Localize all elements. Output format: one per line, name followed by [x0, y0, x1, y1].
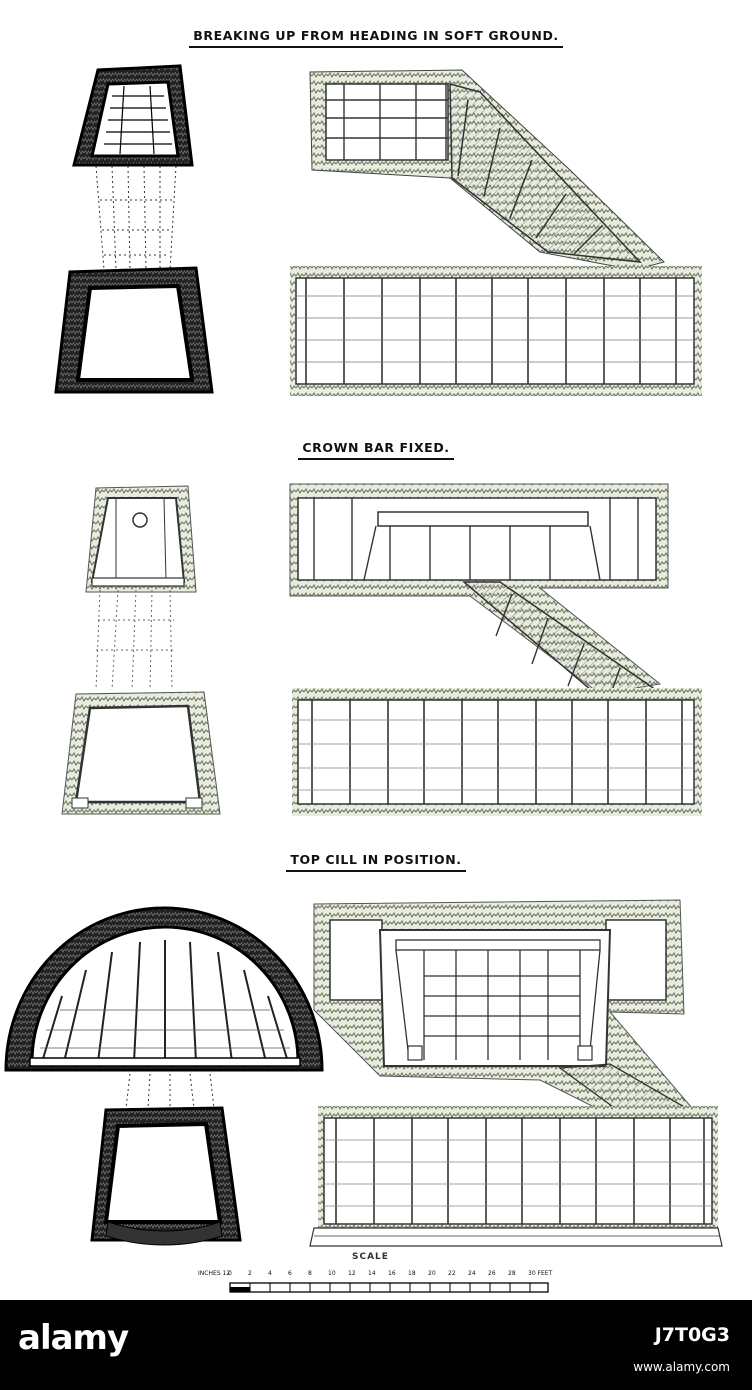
section-1-title: BREAKING UP FROM HEADING IN SOFT GROUND.	[189, 28, 563, 48]
section-3-title: TOP CILL IN POSITION.	[286, 852, 466, 872]
scale-tick-label: 20	[428, 1270, 436, 1277]
scale-tick-label: 12	[348, 1270, 356, 1277]
scale-tick-label: 26	[488, 1270, 496, 1277]
scale-tick-label: 22	[448, 1270, 456, 1277]
scale-tick-label: 18	[408, 1270, 416, 1277]
scale-tick-label: 10	[328, 1270, 336, 1277]
section-1-tunnel-cross-section	[54, 266, 214, 394]
watermark-logo: alamy	[18, 1318, 129, 1358]
scale-label: SCALE	[352, 1252, 389, 1262]
scale-tick-label: 14	[368, 1270, 376, 1277]
section-3-tunnel-cross-section	[90, 1106, 242, 1246]
scale-tick-label: 24	[468, 1270, 476, 1277]
section-2-title: CROWN BAR FIXED.	[298, 440, 454, 460]
scale-tick-label: 6	[288, 1270, 292, 1277]
section-2-tunnel-longitudinal	[292, 688, 702, 816]
section-3-heading: TOP CILL IN POSITION.	[0, 852, 752, 872]
engraving-plate: BREAKING UP FROM HEADING IN SOFT GROUND.…	[0, 28, 752, 1293]
section-2-heading: CROWN BAR FIXED.	[0, 440, 752, 460]
scale-tick-label: 28	[508, 1270, 516, 1277]
diagram-svg	[4, 64, 723, 1293]
watermark-banner	[0, 1300, 752, 1390]
section-1-dotted-projection	[95, 165, 177, 271]
section-2-tunnel-cross-section	[61, 691, 221, 815]
section-1-heading-cross-section	[72, 64, 194, 167]
scale-tick-label: 8	[308, 1270, 312, 1277]
watermark-url: www.alamy.com	[633, 1360, 730, 1374]
scale-tick-label: 30 FEET	[528, 1270, 553, 1277]
section-1-heading: BREAKING UP FROM HEADING IN SOFT GROUND.	[0, 28, 752, 48]
scale-units-left: INCHES 12	[198, 1270, 231, 1277]
section-3-dotted-projection	[125, 1073, 215, 1109]
section-1-tunnel-longitudinal	[290, 266, 702, 396]
section-2-heading-longitudinal	[289, 483, 669, 697]
scale-bar	[229, 1282, 549, 1293]
scale-tick-label: 0	[228, 1270, 232, 1277]
section-3-tunnel-longitudinal	[309, 1106, 723, 1247]
scale-tick-label: 2	[248, 1270, 252, 1277]
watermark-image-id: J7T0G3	[654, 1324, 730, 1346]
section-3-arch-cross-section	[4, 906, 324, 1072]
scale-tick-label: 4	[268, 1270, 272, 1277]
scale-tick-label: 16	[388, 1270, 396, 1277]
section-1-heading-longitudinal	[309, 69, 665, 271]
section-2-heading-cross-section	[85, 485, 197, 593]
section-3-heading-longitudinal	[313, 899, 694, 1113]
section-2-dotted-projection	[95, 589, 176, 691]
